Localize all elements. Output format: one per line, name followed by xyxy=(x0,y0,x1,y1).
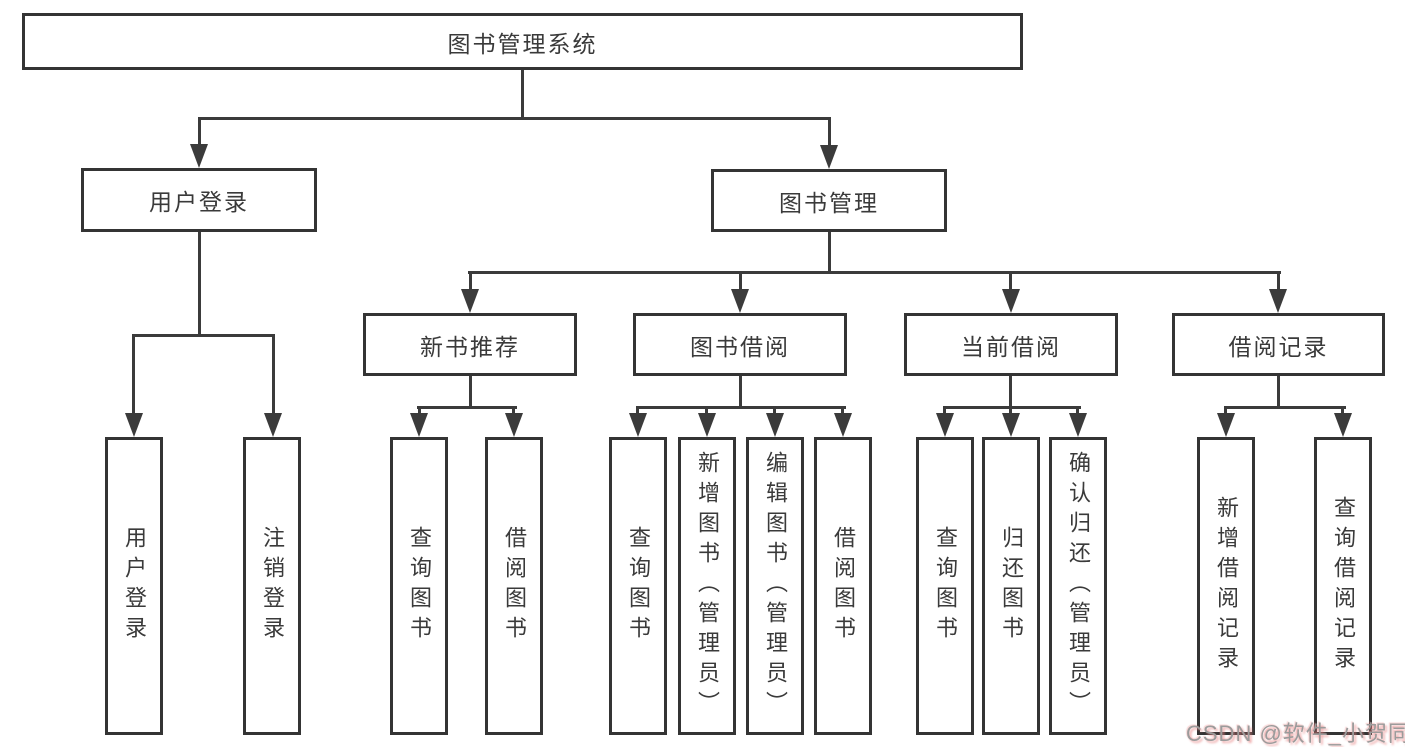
node-new-book-recommend: 新书推荐 xyxy=(363,313,577,376)
leaf-edit-books-admin: 编辑图书（管理员） xyxy=(746,437,804,735)
connector-line xyxy=(521,70,524,118)
connector-line xyxy=(943,406,1081,409)
arrow-down-icon xyxy=(410,413,428,437)
connector-line xyxy=(1224,406,1227,418)
leaf-return-books: 归还图书 xyxy=(982,437,1040,735)
connector-line xyxy=(417,406,517,409)
connector-line xyxy=(1009,376,1012,408)
arrow-down-icon xyxy=(820,145,838,169)
connector-line xyxy=(636,406,639,418)
connector-line xyxy=(828,117,831,149)
arrow-down-icon xyxy=(766,413,784,437)
connector-line xyxy=(943,406,946,418)
connector-line xyxy=(272,334,275,417)
arrow-down-icon xyxy=(1217,413,1235,437)
csdn-watermark: CSDN @软件_小贺同学 xyxy=(1186,721,1405,746)
leaf-add-books-admin: 新增图书（管理员） xyxy=(678,437,736,735)
connector-line xyxy=(469,376,472,408)
leaf-add-borrow-record: 新增借阅记录 xyxy=(1197,437,1255,735)
connector-line xyxy=(198,117,831,120)
connector-line xyxy=(1224,406,1346,409)
arrow-down-icon xyxy=(461,289,479,313)
connector-line xyxy=(418,406,421,418)
connector-line xyxy=(828,232,831,273)
arrow-down-icon xyxy=(1269,289,1287,313)
arrow-down-icon xyxy=(264,413,282,437)
connector-line xyxy=(739,271,742,293)
connector-line xyxy=(841,406,844,418)
leaf-query-books-recommend: 查询图书 xyxy=(390,437,448,735)
arrow-down-icon xyxy=(125,413,143,437)
connector-line xyxy=(469,271,472,293)
arrow-down-icon xyxy=(629,413,647,437)
node-current-borrow: 当前借阅 xyxy=(904,313,1118,376)
leaf-confirm-return-admin: 确认归还（管理员） xyxy=(1049,437,1107,735)
leaf-query-books-borrow: 查询图书 xyxy=(609,437,667,735)
connector-line xyxy=(1076,406,1079,418)
connector-line xyxy=(132,334,275,337)
connector-line xyxy=(1277,271,1280,293)
arrow-down-icon xyxy=(190,144,208,168)
connector-line xyxy=(468,271,1281,274)
leaf-query-borrow-record: 查询借阅记录 xyxy=(1314,437,1372,735)
connector-line xyxy=(773,406,776,418)
connector-line xyxy=(636,406,846,409)
arrow-down-icon xyxy=(1069,413,1087,437)
connector-line xyxy=(198,232,201,336)
node-library-system: 图书管理系统 xyxy=(22,13,1023,70)
connector-line xyxy=(739,376,742,408)
arrow-down-icon xyxy=(834,413,852,437)
leaf-logout: 注销登录 xyxy=(243,437,301,735)
node-book-borrow: 图书借阅 xyxy=(633,313,847,376)
arrow-down-icon xyxy=(1002,289,1020,313)
connector-line xyxy=(1009,406,1012,418)
node-book-management: 图书管理 xyxy=(711,169,947,232)
connector-line xyxy=(705,406,708,418)
connector-line xyxy=(198,117,201,148)
connector-line xyxy=(132,334,135,417)
leaf-query-books-current: 查询图书 xyxy=(916,437,974,735)
arrow-down-icon xyxy=(1334,413,1352,437)
node-user-login: 用户登录 xyxy=(81,168,317,232)
leaf-borrow-books-recommend: 借阅图书 xyxy=(485,437,543,735)
connector-line xyxy=(1009,271,1012,293)
arrow-down-icon xyxy=(698,413,716,437)
leaf-borrow-books: 借阅图书 xyxy=(814,437,872,735)
arrow-down-icon xyxy=(505,413,523,437)
arrow-down-icon xyxy=(1002,413,1020,437)
arrow-down-icon xyxy=(731,289,749,313)
connector-line xyxy=(512,406,515,418)
connector-line xyxy=(1341,406,1344,418)
node-borrow-records: 借阅记录 xyxy=(1172,313,1385,376)
leaf-user-login: 用户登录 xyxy=(105,437,163,735)
connector-line xyxy=(1277,376,1280,408)
arrow-down-icon xyxy=(936,413,954,437)
